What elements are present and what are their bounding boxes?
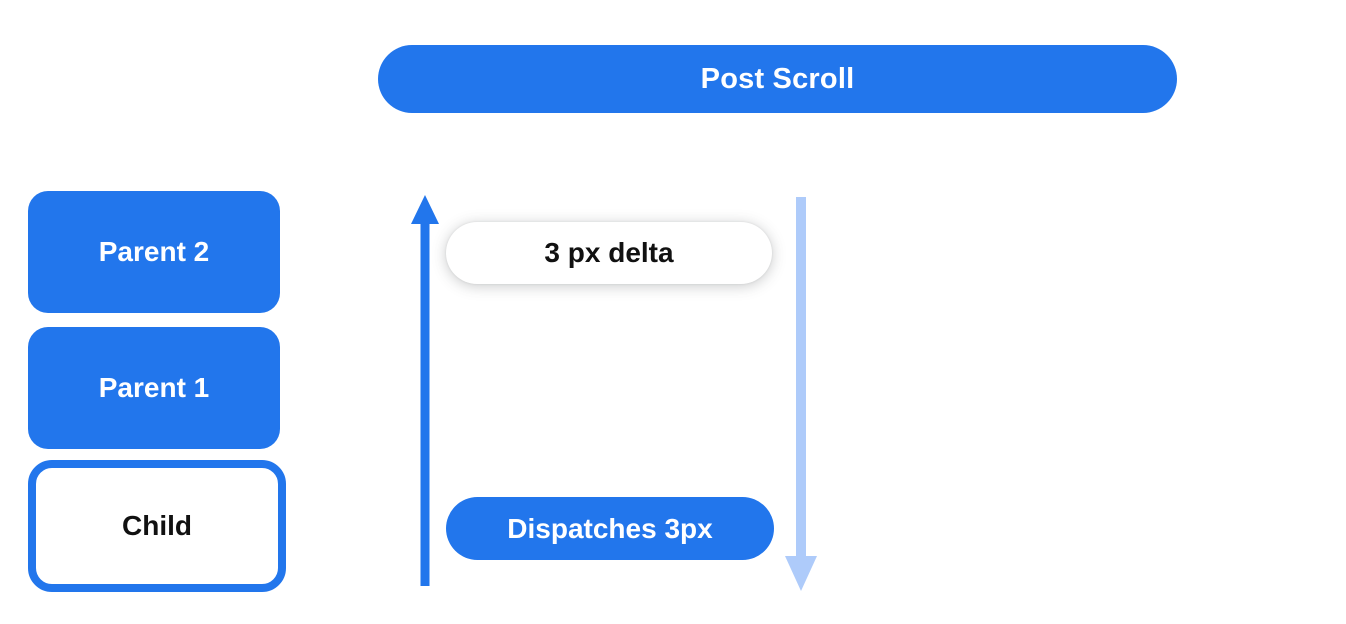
arrow-up-shaft (420, 215, 430, 586)
dispatch-label-pill: Dispatches 3px (446, 497, 774, 560)
parent-1-box: Parent 1 (28, 327, 280, 449)
delta-label-pill: 3 px delta (446, 222, 772, 284)
post-scroll-banner: Post Scroll (378, 45, 1177, 113)
child-box: Child (28, 460, 286, 592)
arrow-up-icon (409, 195, 441, 586)
arrow-down-head (785, 556, 817, 591)
arrow-down-icon (785, 197, 817, 591)
arrow-down-shaft (796, 197, 806, 557)
parent-2-box: Parent 2 (28, 191, 280, 313)
